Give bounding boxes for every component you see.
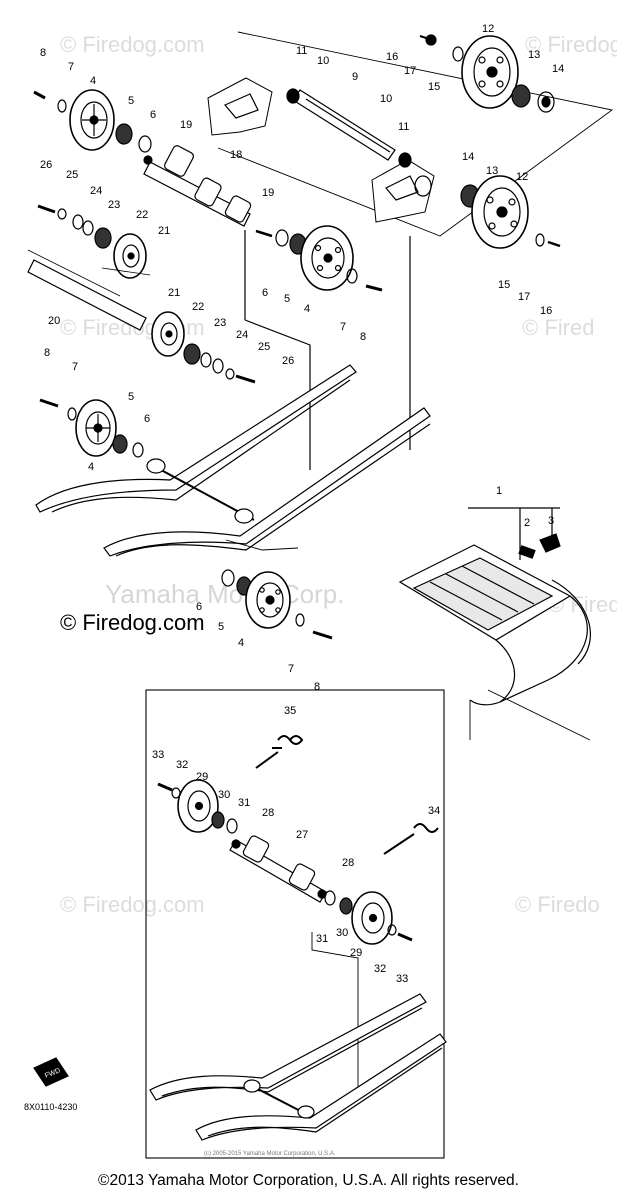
callout-4: 4 (304, 303, 310, 315)
callout-23: 23 (108, 199, 120, 211)
callout-8: 8 (40, 47, 46, 59)
callout-33: 33 (396, 973, 408, 985)
upper-assembly (27, 31, 614, 741)
idler-wheel (75, 399, 117, 457)
callout-labels: 8 7 4 5 6 19 18 11 10 9 10 11 16 17 15 1… (40, 23, 564, 985)
pivot-shaft (143, 145, 252, 227)
callout-19: 19 (180, 119, 192, 131)
callout-25: 25 (66, 169, 78, 181)
callout-16: 16 (386, 51, 398, 63)
callout-29: 29 (196, 771, 208, 783)
diagram-code: 8X0110-4230 (24, 1102, 77, 1112)
callout-6: 6 (144, 413, 150, 425)
callout-25: 25 (258, 341, 270, 353)
callout-18: 18 (230, 149, 242, 161)
callout-5: 5 (284, 293, 290, 305)
callout-17: 17 (518, 291, 530, 303)
watermark-firedog: © Firedog (525, 32, 617, 57)
callout-16: 16 (540, 305, 552, 317)
slide-wheel (151, 311, 185, 357)
callout-22: 22 (136, 209, 148, 221)
callout-1: 1 (496, 485, 502, 497)
callout-23: 23 (214, 317, 226, 329)
sprocket-wheel (471, 175, 529, 249)
callout-17: 17 (404, 65, 416, 77)
copyright-footer: ©2013 Yamaha Motor Corporation, U.S.A. A… (98, 1172, 519, 1189)
callout-20: 20 (48, 315, 60, 327)
callout-6: 6 (150, 109, 156, 121)
callout-24: 24 (90, 185, 102, 197)
callout-31: 31 (316, 933, 328, 945)
callout-5: 5 (128, 391, 134, 403)
callout-14: 14 (552, 63, 564, 75)
callout-26: 26 (282, 355, 294, 367)
callout-28: 28 (342, 857, 354, 869)
callout-22: 22 (192, 301, 204, 313)
watermark-firedog: © Firedo (515, 892, 600, 917)
watermark-firedog: © Fired (522, 315, 594, 340)
callout-10: 10 (317, 55, 329, 67)
idler-wheel (351, 891, 393, 945)
callout-11: 11 (398, 121, 409, 133)
callout-24: 24 (236, 329, 248, 341)
callout-8: 8 (44, 347, 50, 359)
callout-13: 13 (528, 49, 540, 61)
callout-35: 35 (284, 705, 296, 717)
callout-34: 34 (428, 805, 440, 817)
callout-8: 8 (360, 331, 366, 343)
callout-14: 14 (462, 151, 474, 163)
callout-7: 7 (288, 663, 294, 675)
callout-30: 30 (218, 789, 230, 801)
callout-5: 5 (128, 95, 134, 107)
callout-30: 30 (336, 927, 348, 939)
callout-26: 26 (40, 159, 52, 171)
callout-4: 4 (238, 637, 244, 649)
callout-21: 21 (168, 287, 180, 299)
callout-12: 12 (482, 23, 494, 35)
callout-15: 15 (498, 279, 510, 291)
callout-32: 32 (374, 963, 386, 975)
callout-21: 21 (158, 225, 170, 237)
callout-13: 13 (486, 165, 498, 177)
idler-wheel (69, 89, 115, 151)
idler-wheel (245, 571, 291, 629)
callout-32: 32 (176, 759, 188, 771)
callout-7: 7 (340, 321, 346, 333)
callout-2: 2 (524, 517, 530, 529)
watermark-layer: © Firedog.com © Firedog © Firedog.com © … (60, 32, 617, 917)
watermark-firedog: © Firedog.com (60, 892, 205, 917)
callout-7: 7 (72, 361, 78, 373)
idler-wheel (300, 225, 354, 291)
callout-3: 3 (548, 515, 554, 527)
sprocket-wheel (461, 35, 519, 109)
slide-rail (35, 364, 431, 557)
callout-6: 6 (262, 287, 268, 299)
callout-27: 27 (296, 829, 308, 841)
callout-12: 12 (516, 171, 528, 183)
callout-4: 4 (88, 461, 94, 473)
faint-copyright: (c) 2005-2015 Yamaha Motor Corporation, … (204, 1151, 336, 1157)
track-assembly (398, 507, 591, 741)
slide-wheel (113, 233, 147, 279)
idler-wheel (177, 779, 219, 833)
callout-8: 8 (314, 681, 320, 693)
callout-33: 33 (152, 749, 164, 761)
callout-10: 10 (380, 93, 392, 105)
callout-19: 19 (262, 187, 274, 199)
callout-4: 4 (90, 75, 96, 87)
callout-28: 28 (262, 807, 274, 819)
callout-7: 7 (68, 61, 74, 73)
watermark-yamaha: Yamaha Motor Corp. (105, 579, 344, 609)
callout-29: 29 (350, 947, 362, 959)
lower-assembly: FWD (33, 689, 447, 1159)
callout-5: 5 (218, 621, 224, 633)
callout-9: 9 (352, 71, 358, 83)
callout-6: 6 (196, 601, 202, 613)
callout-11: 11 (296, 45, 307, 57)
watermark-firedog-main: © Firedog.com (60, 610, 205, 635)
callout-15: 15 (428, 81, 440, 93)
callout-31: 31 (238, 797, 250, 809)
watermark-firedog: © Firedog.com (60, 32, 205, 57)
